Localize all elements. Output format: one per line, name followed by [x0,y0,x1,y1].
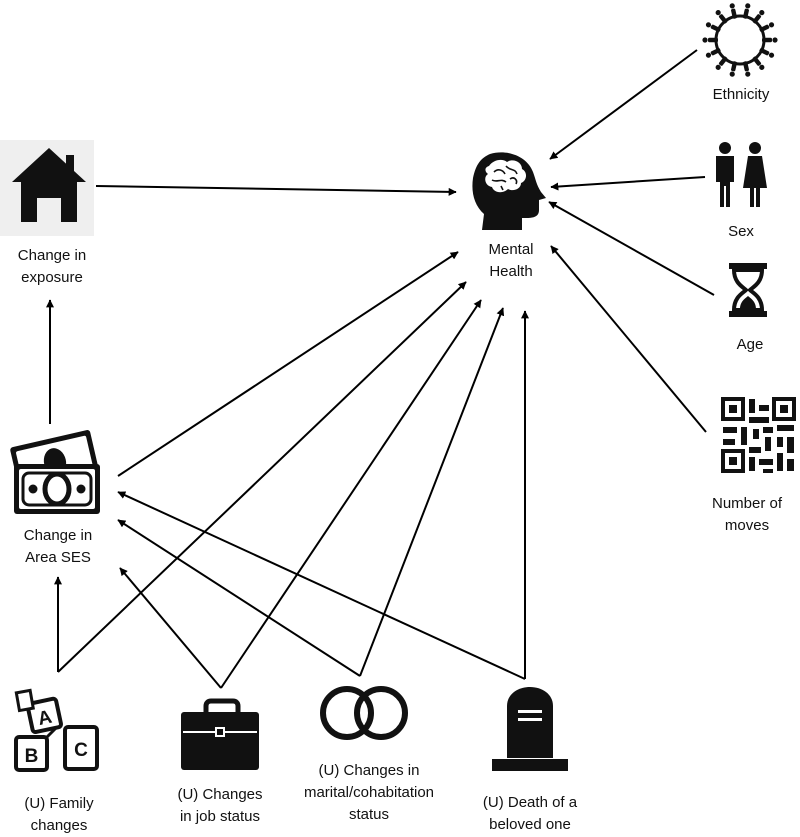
edge-exposure-to-mental-health [95,185,457,196]
edge-job-to-mental-health [220,299,482,689]
label-line: beloved one [489,816,571,833]
edge-marital-to-area-ses [117,519,361,677]
svg-text:B: B [25,746,39,767]
node-exposure-label: Change in exposure [0,245,107,289]
edge-job-to-area-ses [119,567,222,689]
rings-icon [320,686,408,740]
label-line: Change in [23,527,93,544]
label-line: marital/cohabitation [303,784,435,801]
label-line: status [348,806,390,823]
gravestone-icon [492,687,568,771]
label-line: Mental [488,241,534,258]
edge-death-to-area-ses [117,491,526,680]
node-marital-label: (U) Changes in marital/cohabitation stat… [279,760,459,826]
svg-text:C: C [74,740,88,761]
node-area-ses-label: Change in Area SES [3,525,113,569]
abc-blocks-icon: A B C [14,688,99,772]
node-moves-label: Number of moves [692,493,800,537]
label-line: (U) Death of a [482,794,578,811]
edge-sex-to-mental-health [550,176,706,191]
label-line: changes [30,817,88,834]
node-family-label: (U) Family changes [0,793,118,837]
label-line: Area SES [25,549,91,566]
label-line: Sex [728,223,754,240]
label-line: exposure [21,269,83,286]
label-line: (U) Changes in [318,762,420,779]
label-line: (U) Changes [177,786,263,803]
edge-age-to-mental-health [548,201,715,296]
edge-moves-to-mental-health [550,245,707,433]
label-line: Age [736,336,764,353]
node-job-label: (U) Changes in job status [160,784,280,828]
house-icon [0,140,94,236]
label-line: in job status [179,808,261,825]
briefcase-icon [181,698,259,770]
label-line: (U) Family [24,795,94,812]
label-line: Health [489,263,533,280]
head-brain-icon [472,152,546,230]
node-sex-label: Sex [686,221,796,243]
edge-family-to-mental-health [57,281,467,673]
node-age-label: Age [695,334,800,356]
qr-code-icon [721,397,796,473]
label-line: Number of [711,495,783,512]
edge-ethnicity-to-mental-health [549,49,698,160]
man-woman-icon [716,142,767,207]
node-death-label: (U) Death of a beloved one [465,792,595,836]
svg-text:A: A [36,707,54,730]
label-line: Change in [17,247,87,264]
label-line: Ethnicity [712,86,770,103]
edge-area-ses-to-mental-health [117,251,459,477]
hourglass-icon [729,263,767,317]
money-icon [10,429,100,514]
label-line: moves [724,517,770,534]
people-circle-icon [702,3,778,77]
node-mental-health-label: Mental Health [456,239,566,283]
node-ethnicity-label: Ethnicity [686,84,796,106]
edges-layer [46,49,715,689]
